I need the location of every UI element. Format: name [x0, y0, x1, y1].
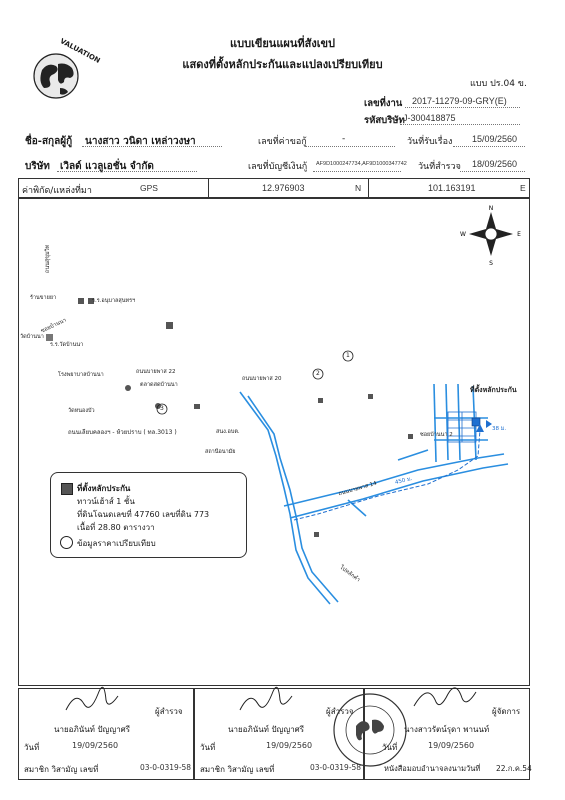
map-label-hospital: โรงพยาบาลบ้านนา: [58, 372, 104, 378]
legend-item-collateral: ที่ตั้งหลักประกัน: [77, 484, 131, 493]
signer2-role: ผู้สำรวจ: [326, 707, 354, 716]
survey-date-value: 18/09/2560: [472, 159, 518, 169]
svg-text:S: S: [489, 260, 493, 267]
globe-icon: [33, 53, 79, 99]
company-code-value: J-300418875: [403, 113, 456, 123]
form-number: แบบ ปร.04 ข.: [470, 79, 527, 89]
map-label-soi-near: ซอยบ้านนา 2: [420, 432, 453, 438]
map-marker-1: 1: [346, 352, 350, 359]
svg-text:E: E: [517, 231, 521, 238]
coord-source-value: GPS: [140, 183, 158, 193]
coordinate-bar: [18, 178, 530, 198]
map-label-road20: ถนนบายพาส 20: [242, 376, 282, 382]
sketch-map: N S W E: [46, 205, 521, 605]
signature-mark-2: [239, 686, 293, 711]
coord-source-label: ค่าพิกัด/แหล่งที่มา: [22, 186, 92, 196]
owner-label: ชื่อ-สกุลผู้กู้: [25, 136, 73, 147]
coord-lat-dir: N: [355, 183, 362, 193]
legend-collateral-area: เนื้อที่ 28.80 ตารางวา: [77, 523, 155, 532]
legend-item-comparison: ข้อมูลราคาเปรียบเทียบ: [77, 539, 156, 548]
map-label-road-top: ถนนสุขุมวิท: [45, 244, 51, 273]
signature-mark-3: [413, 687, 477, 707]
signer3-license: 22.ก.ค.54: [496, 764, 532, 773]
signer2-license: 03-0-0319-58: [310, 763, 362, 772]
company-value: เวิลด์ แวลูเอชั่น จำกัด: [60, 161, 154, 172]
collateral-legend-icon: [61, 483, 73, 495]
account-label: เลขที่บัญชีเงินกู้: [248, 162, 308, 172]
svg-text:N: N: [489, 205, 494, 212]
map-label-pharma: ร้านขายยา: [30, 295, 57, 301]
company-stamp-icon: [333, 693, 407, 767]
signer1-role: ผู้สำรวจ: [155, 707, 183, 716]
account-value: AF9D1000247734,AF9D1000347742: [316, 161, 407, 167]
svg-text:W: W: [460, 231, 466, 238]
signature-box-1: [18, 688, 194, 780]
comparison-legend-icon: [60, 536, 73, 549]
owner-value: นางสาว วนิดา เหล่าวงษา: [85, 136, 196, 147]
company-code-label: รหัสบริษัท: [364, 115, 405, 126]
signature-box-3: [364, 688, 530, 780]
signer2-date: 19/09/2560: [266, 741, 313, 750]
signer1-license-label: สมาชิก วิสามัญ เลขที่: [24, 765, 99, 774]
map-label-office: สนง.อบต.: [216, 429, 240, 435]
map-marker-3: 3: [160, 405, 164, 412]
signer1-name: นายอภินันท์ ปัญญาศรี: [54, 725, 131, 734]
map-frame: [18, 198, 530, 686]
survey-date-label: วันที่สำรวจ: [418, 162, 461, 172]
signer2-date-label: วันที่: [200, 743, 216, 752]
coord-lon-dir: E: [520, 183, 526, 193]
signer1-license: 03-0-0319-58: [140, 763, 192, 772]
job-value: 2017-11279-09-GRY(E): [412, 96, 507, 106]
receive-date-label: วันที่รับเรื่อง: [407, 137, 453, 147]
job-label: เลขที่งาน: [364, 98, 403, 109]
compass-rose-icon: N S W E: [460, 205, 521, 267]
borrower-no-label: เลขที่ค่าขอกู้: [258, 137, 307, 147]
coord-lon-value: 101.163191: [428, 183, 476, 193]
map-label-soi22: ถนนบายพาส 22: [136, 369, 176, 375]
map-label-collateral: ที่ตั้งหลักประกัน: [470, 386, 517, 394]
signer2-license-label: สมาชิก วิสามัญ เลขที่: [200, 765, 275, 774]
map-label-station: สถานีอนามัย: [205, 449, 236, 455]
signer3-date-label: วันที่: [382, 743, 398, 752]
map-label-school1: ร.ร.อนุบาลสุนทรฯ: [92, 298, 136, 304]
signer3-role: ผู้จัดการ: [492, 707, 521, 716]
map-label-dist1: 38 ม.: [492, 426, 507, 432]
signer1-date-label: วันที่: [24, 743, 40, 752]
map-label-temple2: วัดหนองบัว: [68, 408, 95, 414]
borrower-no-value: -: [342, 134, 346, 144]
valuation-logo: [26, 42, 88, 104]
page-subtitle: แสดงที่ตั้งหลักประกันและแปลงเปรียบเทียบ: [182, 58, 383, 71]
map-legend: ที่ตั้งหลักประกัน ทาวน์เฮ้าส์ 1 ชั้น ที่…: [50, 472, 247, 558]
map-label-market: ตลาดสดบ้านนา: [140, 382, 178, 388]
signature-mark-1: [65, 686, 119, 711]
legend-collateral-deed: ที่ดินโฉนดเลขที่ 47760 เลขที่ดิน 773: [77, 510, 210, 519]
map-marker-2: 2: [316, 370, 320, 377]
map-label-road-main: ถนนเลียบคลองฯ - ห้วยปราบ ( ทล.3013 ): [68, 429, 177, 436]
company-label: บริษัท: [25, 161, 50, 172]
coord-lat-value: 12.976903: [262, 183, 305, 193]
receive-date-value: 15/09/2560: [472, 134, 518, 144]
signer3-date: 19/09/2560: [428, 741, 475, 750]
signer3-license-label: หนังสือมอบอำนาจลงนามวันที่: [384, 764, 481, 773]
signer1-date: 19/09/2560: [72, 741, 119, 750]
signer2-name: นายอภินันท์ ปัญญาศรี: [228, 725, 305, 734]
page-title: แบบเขียนแผนที่สังเขป: [230, 37, 335, 50]
signer3-name: นางสาวรัตน์รุดา พานนท์: [404, 725, 490, 734]
legend-collateral-type: ทาวน์เฮ้าส์ 1 ชั้น: [77, 497, 135, 506]
signature-box-2: [194, 688, 364, 780]
map-label-wat1: วัดบ้านนา: [20, 334, 44, 340]
map-label-clinic: ร.ร.วัดบ้านนา: [50, 342, 84, 348]
collateral-marker-icon: [471, 417, 481, 427]
